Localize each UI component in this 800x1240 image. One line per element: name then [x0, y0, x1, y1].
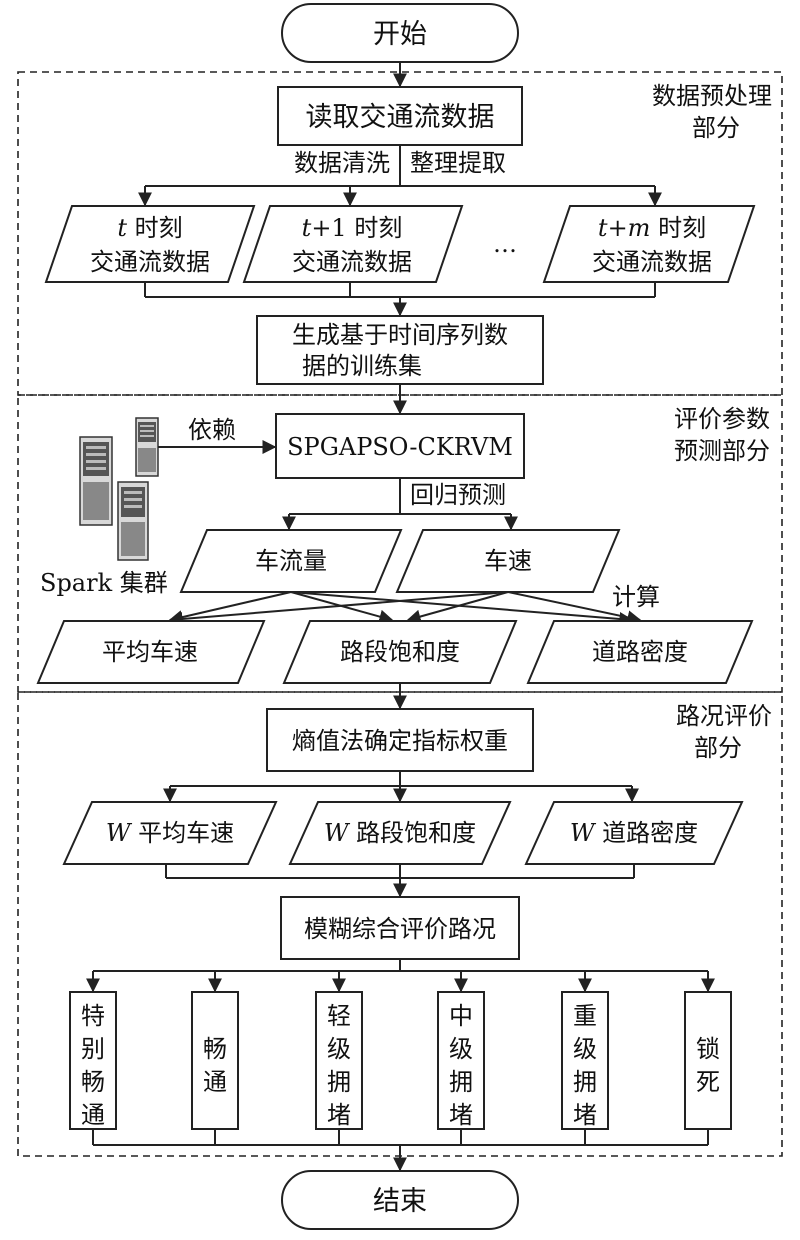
spark-cluster-label: Spark 集群: [40, 569, 168, 597]
w-avg-speed-node: [62, 801, 278, 865]
data-slice-t1-label: 交通流数据: [292, 248, 412, 276]
data-slice-tm-title: t+m 时刻: [598, 214, 706, 242]
section-label-prediction-1: 评价参数: [674, 405, 770, 433]
level-5-char-4: 堵: [573, 1101, 597, 1129]
w-avg-speed-label: W 平均车速: [106, 819, 234, 847]
speed-label: 车速: [484, 547, 532, 575]
depends-label: 依赖: [188, 416, 236, 444]
server-icon: [79, 417, 159, 561]
level-box-2: [191, 991, 239, 1130]
level-3-char-4: 堵: [327, 1101, 351, 1129]
flow-volume-label: 车流量: [255, 547, 327, 575]
level-3-char-1: 轻: [327, 1002, 351, 1030]
level-2-char-2: 通: [203, 1068, 227, 1096]
end-label: 结束: [373, 1186, 427, 1217]
section-label-preprocess-1: 数据预处理: [652, 82, 772, 110]
trainset-box: [256, 315, 544, 385]
data-slice-t1: [242, 205, 464, 283]
avg-speed-node: [36, 620, 266, 684]
level-6-char-2: 死: [696, 1068, 720, 1096]
density-node: [526, 620, 754, 684]
arrow-speed-to-avgspeed: [168, 591, 509, 626]
arrow-flow-to-avgspeed: [168, 591, 292, 624]
arrow-speed-to-density: [507, 591, 642, 625]
data-slice-tm: [542, 205, 756, 283]
level-5-char-1: 重: [573, 1002, 597, 1030]
compute-label: 计算: [612, 583, 660, 611]
level-2-char-1: 畅: [203, 1035, 227, 1063]
level-1-char-1: 特: [81, 1002, 105, 1030]
data-slice-t-label: 交通流数据: [90, 248, 210, 276]
w-saturation-label: W 路段饱和度: [324, 819, 476, 847]
speed-node: [395, 529, 621, 593]
level-4-char-2: 级: [449, 1035, 473, 1063]
level-box-3: [315, 991, 363, 1130]
level-box-6: [684, 991, 732, 1130]
clean-label: 数据清洗: [294, 149, 390, 177]
trainset-label-1: 生成基于时间序列数: [292, 321, 508, 349]
w-density-label: W 道路密度: [570, 819, 698, 847]
data-slice-t1-title: t+1 时刻: [302, 214, 403, 242]
level-6-char-1: 锁: [696, 1035, 720, 1063]
entropy-label: 熵值法确定指标权重: [292, 727, 508, 755]
data-slice-t: [44, 205, 256, 283]
ellipsis: …: [493, 230, 517, 258]
level-5-char-3: 拥: [573, 1068, 597, 1096]
flow-volume-node: [179, 529, 403, 593]
data-slice-tm-label: 交通流数据: [592, 248, 712, 276]
model-label: SPGAPSO-CKRVM: [287, 433, 513, 461]
read-data-label: 读取交通流数据: [306, 102, 495, 133]
trainset-label-2: 据的训练集: [302, 352, 422, 380]
level-box-5: [561, 991, 609, 1130]
model-box: [275, 413, 525, 479]
saturation-node: [282, 620, 518, 684]
section-label-evaluation-1: 路况评价: [676, 702, 772, 730]
fuzzy-label: 模糊综合评价路况: [304, 915, 496, 943]
data-slice-t-title: t 时刻: [117, 214, 182, 242]
arrow-speed-to-saturation: [406, 591, 509, 624]
extract-label: 整理提取: [410, 149, 506, 177]
section-label-evaluation-2: 部分: [694, 734, 742, 762]
level-box-4: [437, 991, 485, 1130]
level-4-char-4: 堵: [449, 1101, 473, 1129]
w-saturation-node: [288, 801, 512, 865]
start-label: 开始: [373, 19, 427, 50]
level-4-char-1: 中: [449, 1002, 473, 1030]
section-label-prediction-2: 预测部分: [674, 437, 770, 465]
density-label: 道路密度: [592, 638, 688, 666]
saturation-label: 路段饱和度: [340, 638, 460, 666]
level-1-char-4: 通: [81, 1101, 105, 1129]
regress-label: 回归预测: [410, 481, 506, 509]
fuzzy-box: [280, 896, 520, 960]
level-box-1: [69, 991, 117, 1130]
level-3-char-2: 级: [327, 1035, 351, 1063]
avg-speed-label: 平均车速: [102, 638, 198, 666]
read-data-box: [277, 86, 523, 146]
level-1-char-3: 畅: [81, 1068, 105, 1096]
section-label-preprocess-2: 部分: [692, 114, 740, 142]
end-terminal: [281, 1170, 519, 1230]
level-4-char-3: 拥: [449, 1068, 473, 1096]
level-3-char-3: 拥: [327, 1068, 351, 1096]
level-5-char-2: 级: [573, 1035, 597, 1063]
w-density-node: [524, 801, 744, 865]
level-1-char-2: 别: [81, 1035, 105, 1063]
